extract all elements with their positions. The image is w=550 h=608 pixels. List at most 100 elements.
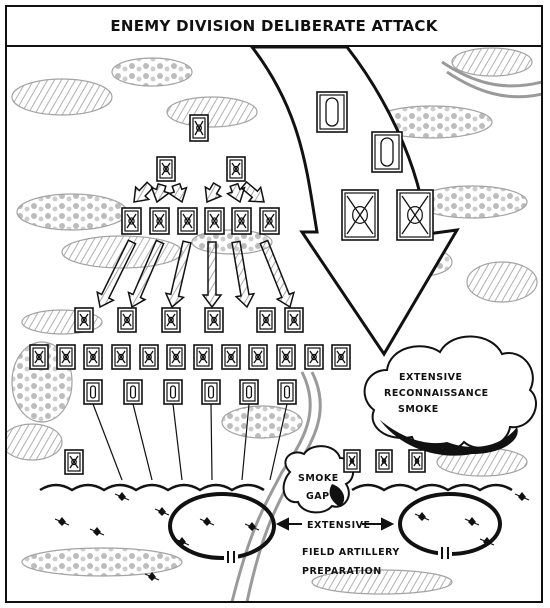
second-echelon-unit xyxy=(396,189,434,241)
company-unit xyxy=(259,207,280,235)
recon-unit xyxy=(343,449,361,473)
assault-platoon-unit xyxy=(111,344,131,370)
fighting-position-icon xyxy=(174,537,190,546)
company-unit xyxy=(149,207,170,235)
tank-unit xyxy=(123,379,143,405)
assault-platoon-unit xyxy=(276,344,296,370)
terrain-patch xyxy=(7,423,63,461)
fighting-position-icon xyxy=(244,522,260,531)
assault-company-unit xyxy=(204,307,224,333)
fighting-position-icon xyxy=(479,537,495,546)
gap-label-2: GAP xyxy=(306,491,330,502)
company-unit xyxy=(121,207,142,235)
artillery-arrow xyxy=(275,517,395,531)
terrain-patch xyxy=(451,47,533,77)
assault-platoon-unit xyxy=(331,344,351,370)
terrain-patch xyxy=(111,57,193,87)
fighting-position-icon xyxy=(414,512,430,521)
second-echelon-unit xyxy=(316,91,348,133)
fighting-position-icon xyxy=(199,517,215,526)
second-echelon-unit xyxy=(371,131,403,173)
fighting-position-icon xyxy=(144,572,160,581)
assault-company-unit xyxy=(256,307,276,333)
tank-unit xyxy=(239,379,259,405)
attack-arrow xyxy=(231,240,256,309)
page-title: ENEMY DIVISION DELIBERATE ATTACK xyxy=(110,17,438,35)
terrain-patch xyxy=(11,78,113,116)
smoke-label-1: EXTENSIVE xyxy=(399,372,462,383)
terrain-patch xyxy=(16,193,128,231)
artillery-label-3: PREPARATION xyxy=(302,566,382,577)
attack-arrow xyxy=(225,182,246,204)
tank-unit xyxy=(163,379,183,405)
assault-platoon-unit xyxy=(248,344,268,370)
assault-platoon-unit xyxy=(56,344,76,370)
tank-unit xyxy=(277,379,297,405)
assault-platoon-unit xyxy=(304,344,324,370)
fighting-position-icon xyxy=(89,527,105,536)
assault-company-unit xyxy=(117,307,137,333)
deployment-line xyxy=(172,403,183,481)
assault-platoon-unit xyxy=(139,344,159,370)
deployment-line xyxy=(210,403,213,481)
assault-company-unit xyxy=(74,307,94,333)
battalion-unit xyxy=(226,156,246,182)
deployment-line xyxy=(241,403,250,481)
smoke-label-2: RECONNAISSANCE xyxy=(384,388,489,399)
gap-label-1: SMOKE xyxy=(298,473,339,484)
attack-arrow xyxy=(201,241,223,309)
units-layer xyxy=(29,91,434,475)
second-echelon-unit xyxy=(341,189,379,241)
fighting-position-icon xyxy=(514,492,530,501)
deployment-line xyxy=(132,403,153,481)
artillery-label-2: FIELD ARTILLERY xyxy=(302,547,400,558)
attack-arrow xyxy=(96,239,137,309)
attack-arrow xyxy=(150,182,171,204)
terrain-patch xyxy=(221,405,303,439)
tank-unit xyxy=(83,379,103,405)
fighting-position-icon xyxy=(54,517,70,526)
company-unit xyxy=(204,207,225,235)
attack-arrow xyxy=(164,240,192,309)
assault-platoon-unit xyxy=(166,344,186,370)
terrain-patch xyxy=(466,261,538,303)
terrain-patch xyxy=(311,569,453,595)
regiment-hq-unit xyxy=(189,114,209,142)
assault-platoon-unit xyxy=(193,344,213,370)
smoke-label-3: SMOKE xyxy=(398,404,439,415)
terrain-patch xyxy=(21,547,183,577)
smoke-gap-cloud xyxy=(282,445,355,514)
assault-platoon-unit xyxy=(83,344,103,370)
attack-arrow xyxy=(259,239,296,309)
deployment-line xyxy=(269,403,288,481)
title-band: ENEMY DIVISION DELIBERATE ATTACK xyxy=(7,7,541,47)
artillery-label-1: EXTENSIVE xyxy=(307,520,370,531)
battalion-unit xyxy=(156,156,176,182)
defensive-position-right xyxy=(398,492,502,559)
echelon-lines-layer xyxy=(54,403,530,581)
attack-arrow xyxy=(127,239,165,309)
attack-arrows-layer xyxy=(96,180,296,309)
attack-arrow xyxy=(204,181,223,204)
attack-arrow xyxy=(133,181,154,203)
company-unit xyxy=(231,207,252,235)
attack-arrow xyxy=(167,182,188,204)
deployment-line xyxy=(92,403,123,481)
company-unit xyxy=(177,207,198,235)
reconnaissance-smoke-cloud xyxy=(363,335,537,456)
terrain-patch xyxy=(166,96,258,128)
diagram-frame: ENEMY DIVISION DELIBERATE ATTACK xyxy=(5,5,543,603)
assault-platoon-unit xyxy=(29,344,49,370)
assault-platoon-unit xyxy=(221,344,241,370)
front-line xyxy=(39,483,513,492)
recon-unit xyxy=(64,449,84,475)
attack-diagram: EXTENSIVE RECONNAISSANCE SMOKE SMOKE GAP… xyxy=(7,45,541,601)
recon-unit xyxy=(375,449,393,473)
tank-unit xyxy=(201,379,221,405)
assault-company-unit xyxy=(161,307,181,333)
fighting-position-icon xyxy=(154,507,170,516)
attack-arrow xyxy=(240,180,265,203)
fighting-position-icon xyxy=(114,492,130,501)
recon-unit xyxy=(408,449,426,473)
assault-company-unit xyxy=(284,307,304,333)
